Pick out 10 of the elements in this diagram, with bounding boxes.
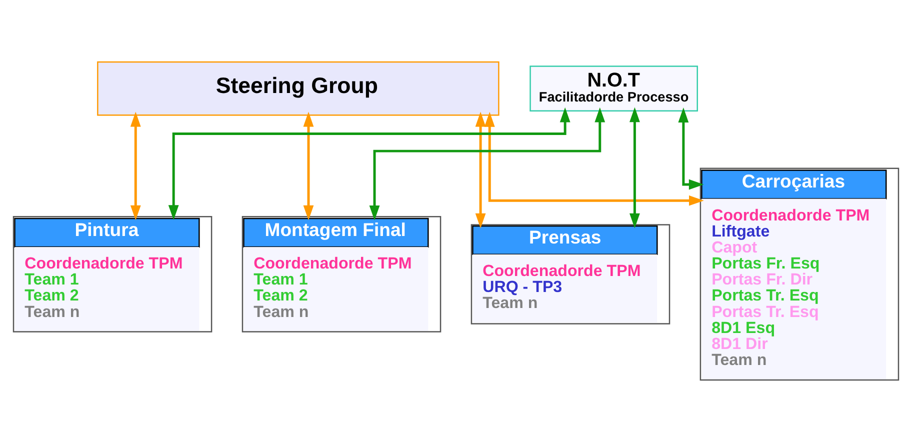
arrow — [630, 107, 640, 228]
arrow — [303, 112, 314, 220]
arrow — [484, 112, 704, 206]
arrow — [168, 107, 570, 220]
arrow — [369, 107, 606, 220]
node-box: Steering Group — [97, 61, 500, 116]
arrow — [475, 112, 486, 228]
arrow — [130, 112, 141, 220]
arrow — [678, 108, 704, 190]
node-box: N.O.T Facilitadorde Processo — [530, 66, 698, 112]
